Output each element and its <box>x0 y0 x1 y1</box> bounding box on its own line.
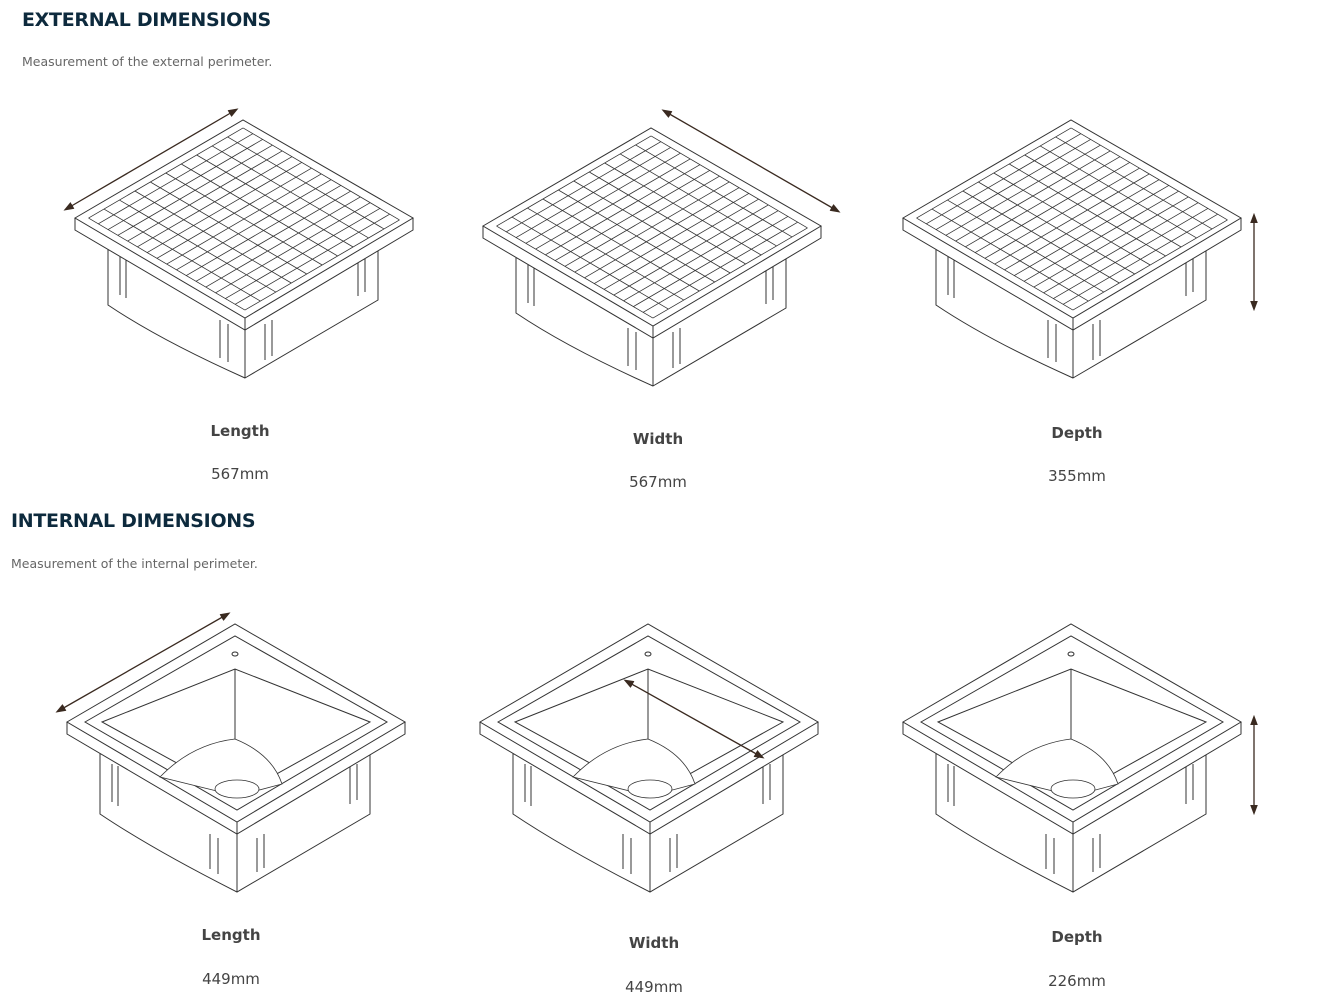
internal-depth-illustration <box>902 623 1242 893</box>
external-dimensions-title: EXTERNAL DIMENSIONS <box>22 9 271 31</box>
internal-width-illustration <box>479 623 819 893</box>
external-depth-value: 355mm <box>1048 467 1106 485</box>
internal-width-value: 449mm <box>625 978 683 996</box>
internal-length-illustration <box>66 623 406 893</box>
internal-depth-label: Depth <box>1051 928 1103 946</box>
width-arrow <box>623 679 765 759</box>
external-length-label: Length <box>210 422 270 440</box>
width-arrow <box>661 109 841 213</box>
external-length-illustration <box>74 119 414 379</box>
internal-width-label: Width <box>628 934 680 952</box>
external-width-illustration <box>482 127 822 387</box>
internal-length-label: Length <box>201 926 261 944</box>
external-depth-label: Depth <box>1051 424 1103 442</box>
length-arrow <box>63 108 239 211</box>
internal-depth-value: 226mm <box>1048 972 1106 990</box>
internal-length-value: 449mm <box>202 970 260 988</box>
external-width-label: Width <box>632 430 684 448</box>
internal-dimensions-subtitle: Measurement of the internal perimeter. <box>11 556 258 571</box>
internal-dimensions-title: INTERNAL DIMENSIONS <box>11 510 256 532</box>
external-dimensions-subtitle: Measurement of the external perimeter. <box>22 54 273 69</box>
external-length-value: 567mm <box>211 465 269 483</box>
external-depth-illustration <box>902 119 1242 379</box>
length-arrow <box>55 612 231 713</box>
external-width-value: 567mm <box>629 473 687 491</box>
